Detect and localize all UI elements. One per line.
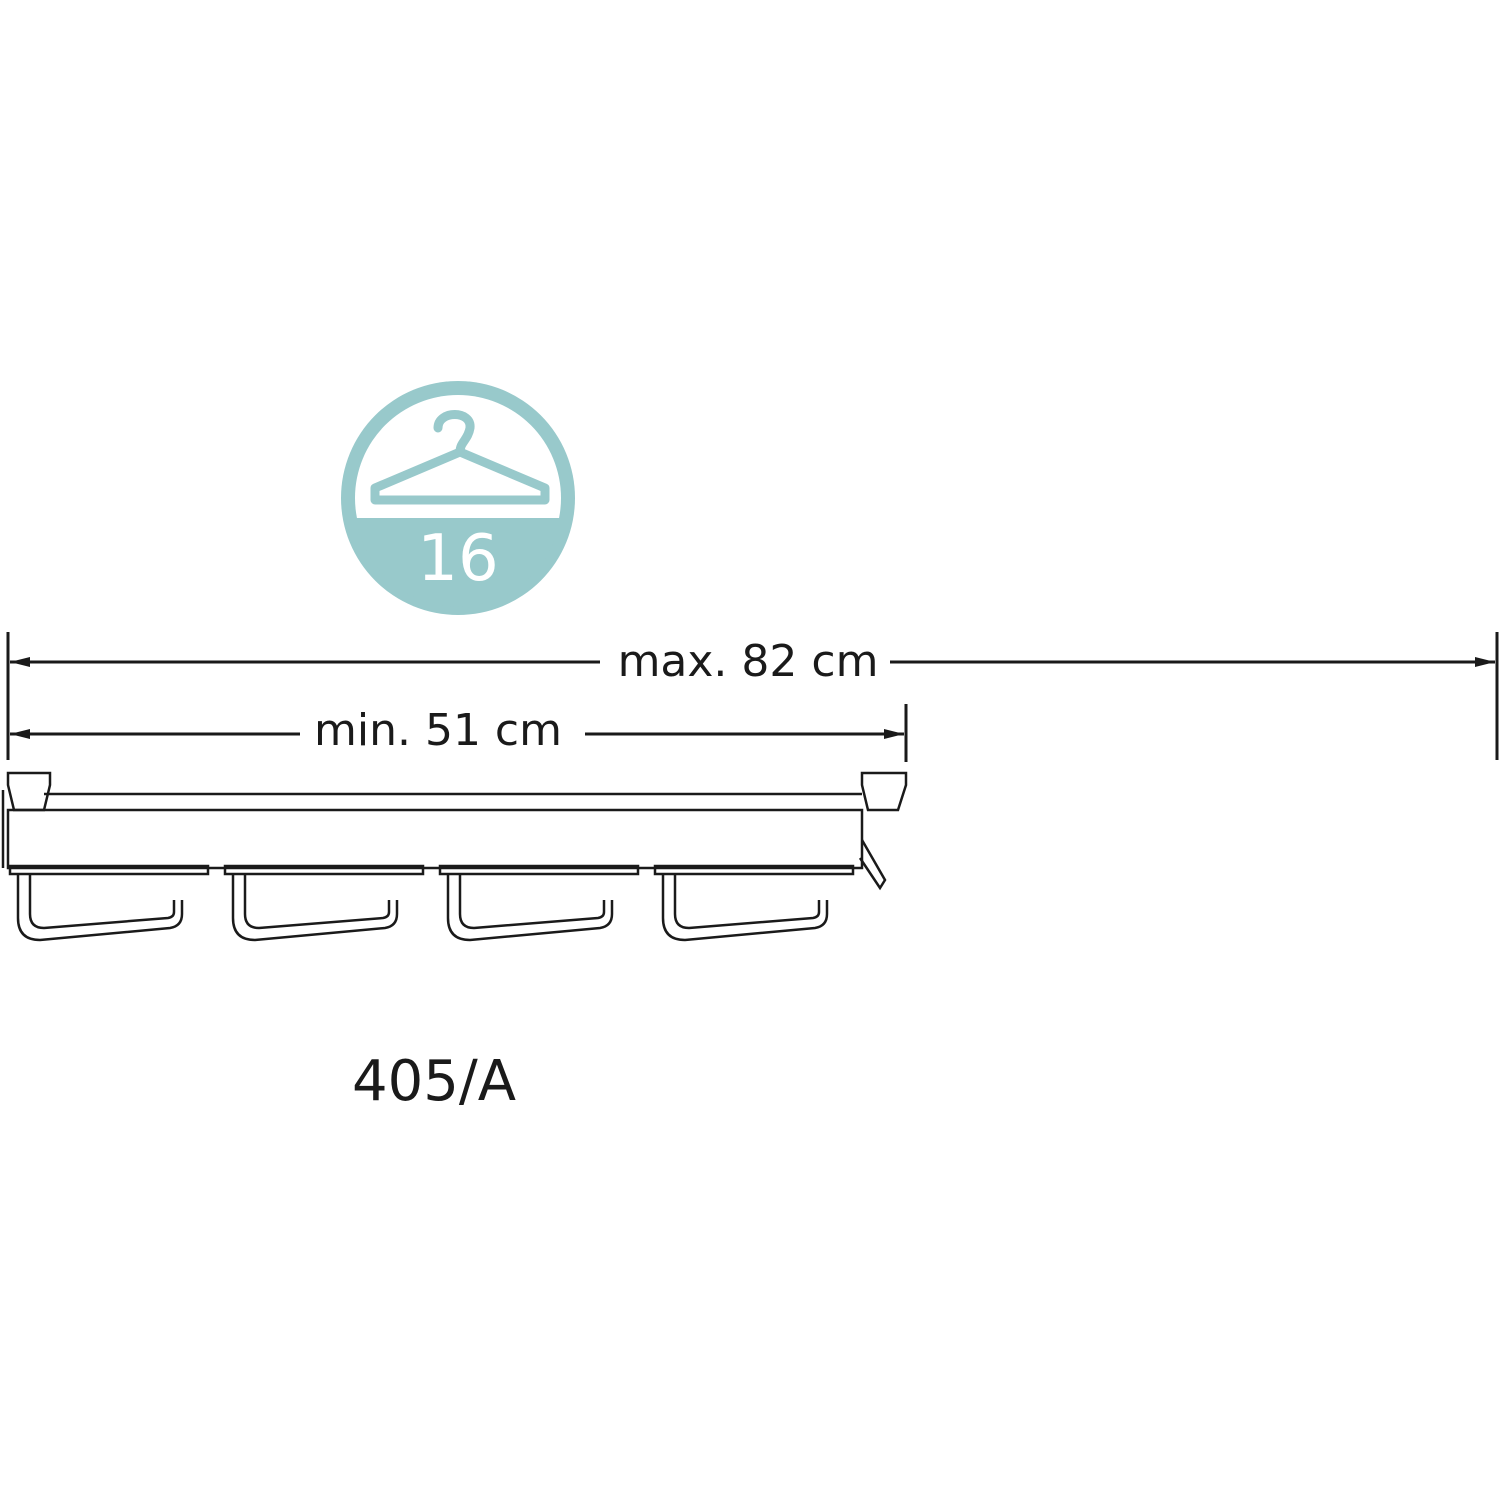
hook: [438, 864, 640, 942]
rail-body: [6, 808, 864, 870]
hanger-icon: [370, 410, 550, 505]
hanger-count: 16: [417, 522, 498, 596]
max-dimension-label: max. 82 cm: [618, 636, 879, 687]
min-dimension-label: min. 51 cm: [314, 705, 562, 756]
model-code: 405/A: [352, 1049, 516, 1114]
capacity-badge: 16: [341, 381, 575, 615]
hook: [8, 864, 210, 942]
rail-end-clip: [858, 839, 887, 891]
max-dimension: max. 82 cm: [6, 632, 1499, 760]
badge-lower-fill: [356, 518, 560, 607]
min-dimension: min. 51 cm: [10, 704, 908, 762]
pull-out-rack: [1, 771, 908, 942]
hooks: [8, 864, 855, 942]
hook: [653, 864, 855, 942]
right-mounting-bracket: [860, 771, 908, 812]
hook: [223, 864, 425, 942]
left-mounting-bracket: [6, 771, 52, 812]
